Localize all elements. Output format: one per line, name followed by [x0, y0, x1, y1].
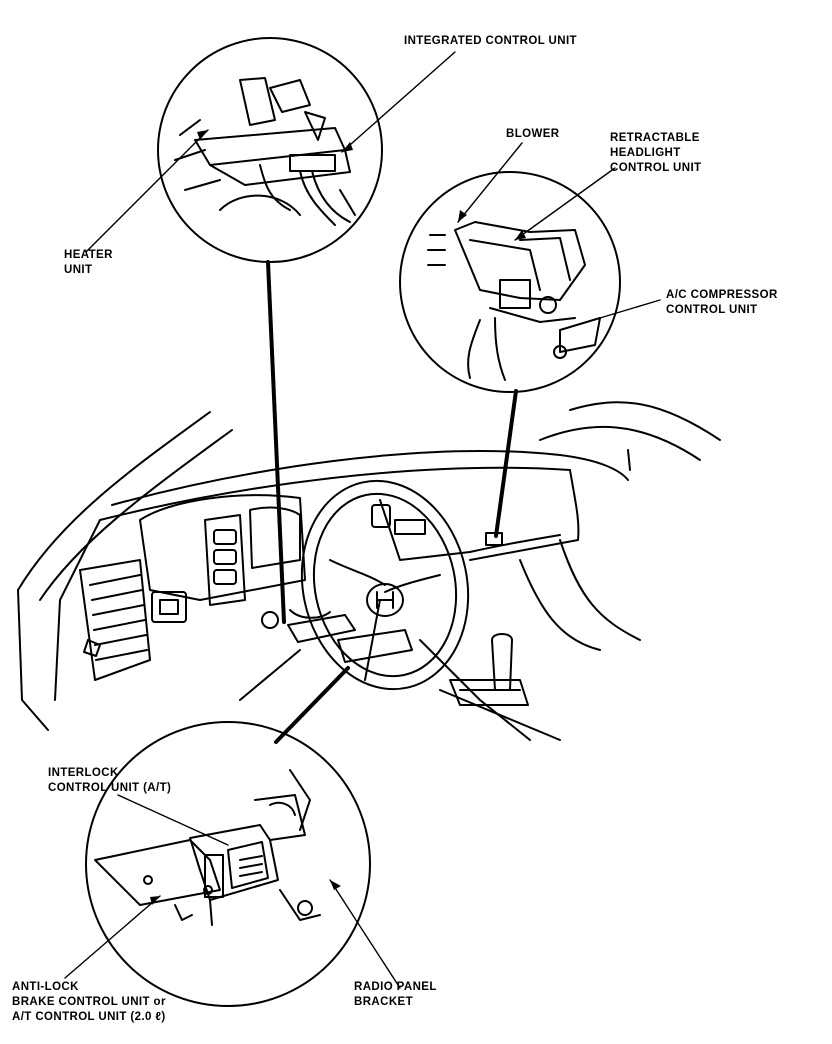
label-anti-lock-brake-control-unit: ANTI-LOCK BRAKE CONTROL UNIT or A/T CONT…: [12, 981, 166, 1023]
connector-leads: [268, 262, 516, 742]
detail-circle-interlock: [86, 722, 370, 1006]
label-interlock-control-unit: INTERLOCK CONTROL UNIT (A/T): [48, 767, 172, 794]
dashboard-illustration: [18, 402, 720, 740]
label-heater-unit: HEATER UNIT: [64, 249, 113, 276]
label-ac-compressor-control-unit: A/C COMPRESSOR CONTROL UNIT: [666, 289, 778, 316]
callout-leaders: [65, 52, 660, 988]
label-blower: BLOWER: [506, 128, 560, 140]
detail-circle-integrated-control-unit: [158, 38, 382, 262]
detail-circle-blower: [400, 172, 620, 392]
callout-arrowheads: [150, 130, 526, 905]
label-retractable-headlight-control-unit: RETRACTABLE HEADLIGHT CONTROL UNIT: [610, 132, 702, 174]
label-radio-panel-bracket: RADIO PANEL BRACKET: [354, 981, 437, 1008]
label-integrated-control-unit: INTEGRATED CONTROL UNIT: [404, 35, 577, 47]
